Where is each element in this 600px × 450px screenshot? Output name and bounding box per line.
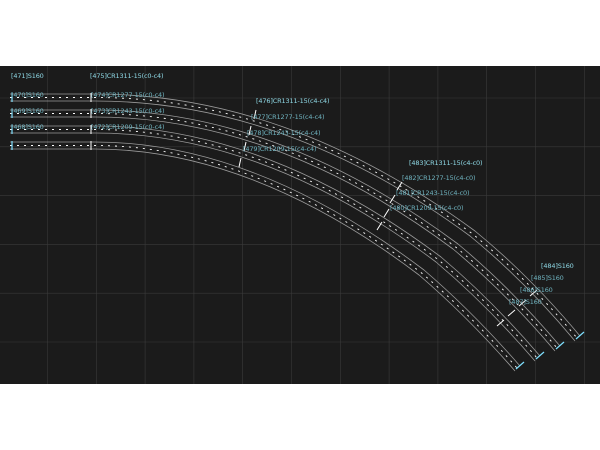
label-c473[interactable]: [473]CR1243-15(c0-c4)	[91, 107, 165, 115]
label-c483[interactable]: [483]CR1311-15(c4-c0)	[409, 159, 483, 167]
label-s485[interactable]: [485]S160	[531, 274, 564, 282]
track-1-outer-rail[interactable]	[10, 93, 581, 337]
track-2-inner-rail[interactable]	[10, 116, 556, 352]
label-s468[interactable]: [468]S160	[11, 123, 44, 131]
joint-end-3	[535, 351, 545, 360]
track-canvas[interactable]: [471]S160 [470]S160 [469]S160 [468]S160 …	[0, 66, 600, 384]
label-s470[interactable]: [470]S160	[11, 91, 44, 99]
label-c482[interactable]: [482]CR1277-15(c4-c0)	[402, 174, 476, 182]
track-2-center-line	[10, 113, 558, 349]
label-s487[interactable]: [487]S160	[509, 298, 542, 306]
track-3-center-line	[10, 129, 538, 359]
joint-end-2	[555, 341, 565, 350]
canvas-background	[0, 66, 600, 384]
joint-end-4	[515, 361, 525, 370]
track-group[interactable]	[10, 93, 581, 372]
track-1-inner-rail[interactable]	[10, 100, 576, 342]
label-c475[interactable]: [475]CR1311-15(c0-c4)	[90, 72, 164, 80]
label-c480[interactable]: [480]CR1209-15(c4-c0)	[390, 204, 464, 212]
joint-curve-mid-2	[248, 125, 252, 136]
joint-curve-late-1	[396, 181, 403, 191]
label-s484[interactable]: [484]S160	[541, 262, 574, 270]
joint-end-curve-1	[529, 289, 538, 297]
label-s471[interactable]: [471]S160	[11, 72, 44, 80]
track-2-outer-rail[interactable]	[10, 109, 561, 347]
label-c478[interactable]: [478]CR1243-15(c4-c4)	[247, 129, 321, 137]
track-lane-3[interactable]	[10, 125, 541, 362]
joint-curve-late-3	[383, 208, 390, 218]
label-s469[interactable]: [469]S160	[11, 107, 44, 115]
joint-curve-mid-3	[243, 141, 247, 152]
label-c477[interactable]: [477]CR1277-15(c4-c4)	[251, 113, 325, 121]
track-lane-2[interactable]	[10, 109, 561, 352]
label-c476[interactable]: [476]CR1311-15(c4-c4)	[256, 97, 330, 105]
label-s486[interactable]: [486]S160	[520, 286, 553, 294]
joint-curve-mid-4	[238, 157, 242, 168]
label-c479[interactable]: [479]CR1209-15(c4-c4)	[243, 145, 317, 153]
joint-curve-late-2	[389, 194, 396, 204]
track-4-inner-rail[interactable]	[10, 148, 516, 372]
track-3-inner-rail[interactable]	[10, 132, 536, 362]
segment-joints	[11, 93, 585, 370]
label-c472[interactable]: [472]CR1209-15(c0-c4)	[91, 123, 165, 131]
track-lane-4[interactable]	[10, 141, 521, 372]
joint-curve-mid-1	[253, 109, 257, 120]
label-c481[interactable]: [481]CR1243-15(c4-c0)	[396, 189, 470, 197]
track-layout-viewport[interactable]: [471]S160 [470]S160 [469]S160 [468]S160 …	[0, 66, 600, 384]
joint-end-curve-3	[507, 309, 516, 317]
track-4-outer-rail[interactable]	[10, 141, 521, 367]
joint-end-curve-2	[518, 299, 527, 307]
segment-labels: [471]S160 [470]S160 [469]S160 [468]S160 …	[11, 72, 574, 306]
track-lane-1[interactable]	[10, 93, 581, 342]
grid-lines	[0, 66, 600, 384]
joint-curve-late-4	[376, 221, 383, 231]
track-3-outer-rail[interactable]	[10, 125, 541, 357]
joint-end-1	[575, 331, 585, 340]
label-c474[interactable]: [474]CR1277-15(c0-c4)	[91, 91, 165, 99]
joint-end-curve-4	[496, 319, 505, 327]
